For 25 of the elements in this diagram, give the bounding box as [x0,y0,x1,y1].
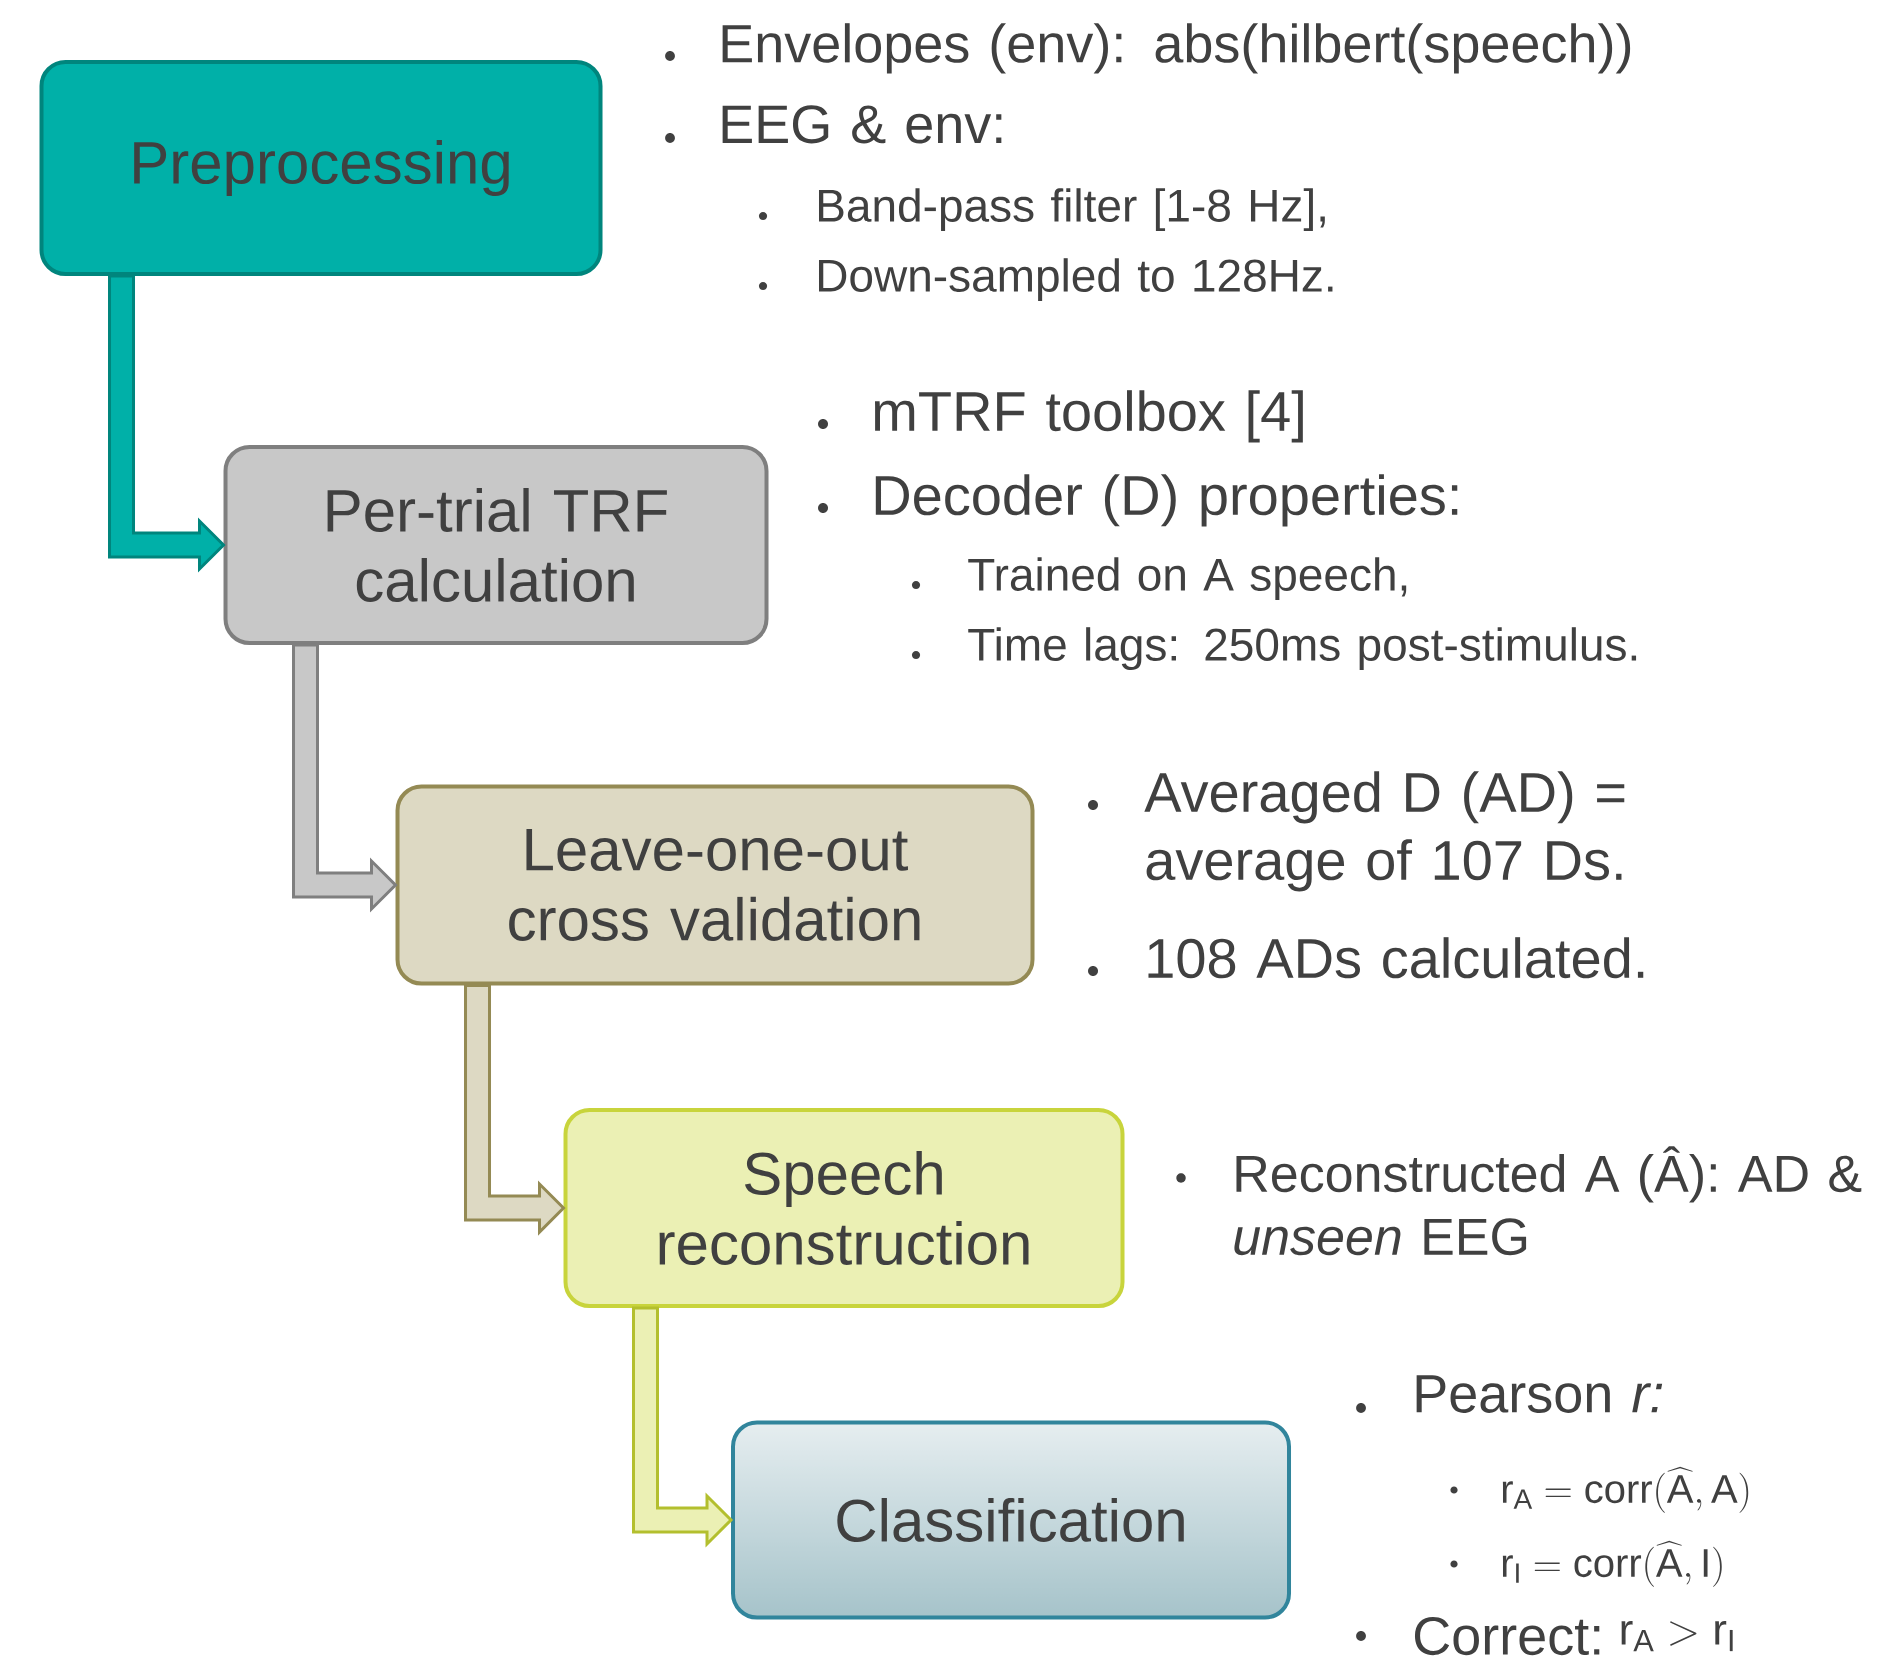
arrow [632,1306,734,1548]
bullet-text: Correct: [1414,1616,1600,1656]
bullet-text: Time lags: 250ms post-stimulus. [968,627,1637,671]
bullet-text: Reconstructed A (Â): AD & unseen EEG [1234,1146,1862,1256]
formula: $\mathrm{r_A} = \mathrm{corr}(\widehat{\mathrm{A}}, \mathrm{A})$ [1502,1466,1749,1513]
process-box: Speech reconstruction [563,1108,1125,1308]
bullet-text: Decoder (D) properties: [875,474,1458,527]
process-box: Preprocessing [39,60,603,276]
process-box: Per-trial TRF calculation [223,445,769,645]
bullet-text: EEG & env: [722,105,1002,144]
formula: $\mathrm{r_I} = \mathrm{corr}(\widehat{\mathrm{A}}, \mathrm{I})$ [1502,1540,1722,1587]
bullet-text: Averaged D (AD) = average of 107 Ds. [1144,771,1625,892]
bullet-text: Down-sampled to 128Hz. [819,258,1333,302]
arrow [464,984,566,1236]
bullet-text: Trained on A speech, [968,557,1407,601]
bullet-text: Pearson r: [1416,1375,1663,1413]
process-box: Classification [731,1420,1291,1620]
bullet-text: Envelopes (env): abs(hilbert(speech)) [722,23,1631,74]
arrow [108,274,226,573]
bullet-text: 108 ADs calculated. [1148,937,1644,979]
bullet-text: mTRF toolbox [4] [874,390,1303,443]
bullet-text: Band-pass filter [1-8 Hz], [819,188,1325,232]
arrow [292,643,398,913]
formula: $\mathrm{r_A} > \mathrm{r_I}$ [1621,1620,1733,1652]
process-box: Leave-one-out cross validation [395,784,1035,986]
